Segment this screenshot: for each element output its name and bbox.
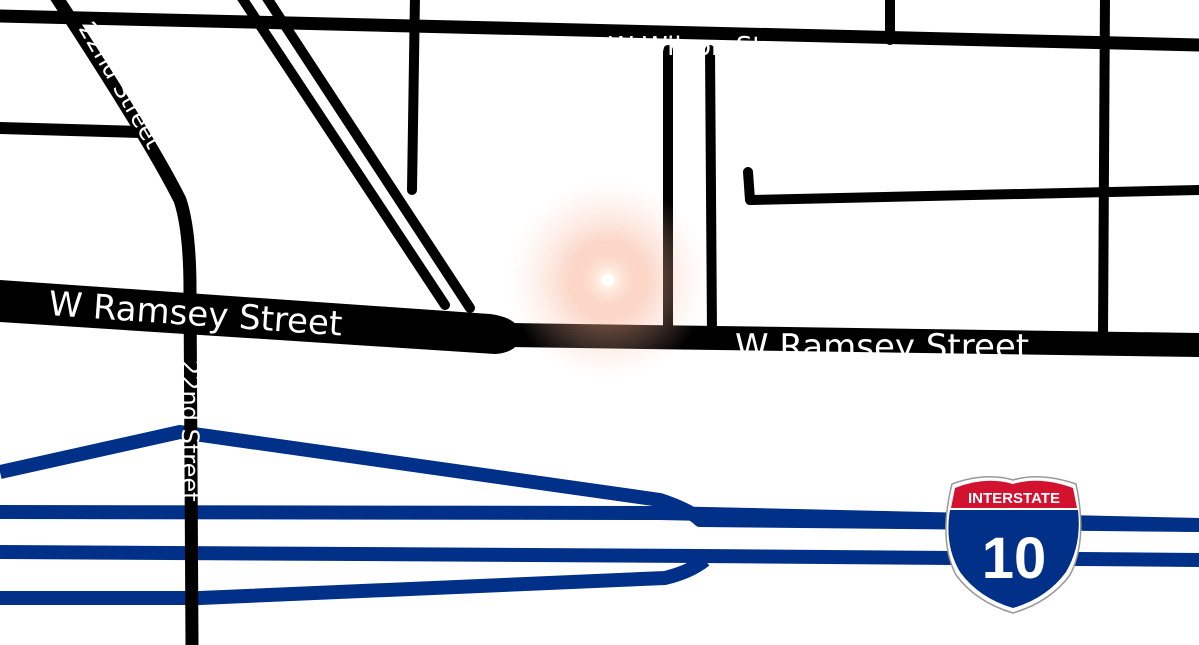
interstate-shield-icon: INTERSTATE 10 — [945, 476, 1082, 614]
road-ramsey-west — [0, 280, 520, 354]
road-wilson — [0, 9, 1199, 52]
location-dot[interactable] — [602, 274, 614, 286]
shield-top-text: INTERSTATE — [968, 490, 1060, 507]
label-22nd-south: 22nd Street — [176, 360, 204, 502]
railroad-west — [237, 0, 450, 310]
label-wilson: W Wilson St — [608, 32, 762, 62]
label-ramsey-east: W Ramsey Street — [735, 327, 1029, 367]
railroad-east — [262, 0, 475, 313]
shield-number: 10 — [982, 526, 1047, 591]
road-22nd — [50, 0, 199, 645]
road-west-minor — [0, 122, 146, 138]
